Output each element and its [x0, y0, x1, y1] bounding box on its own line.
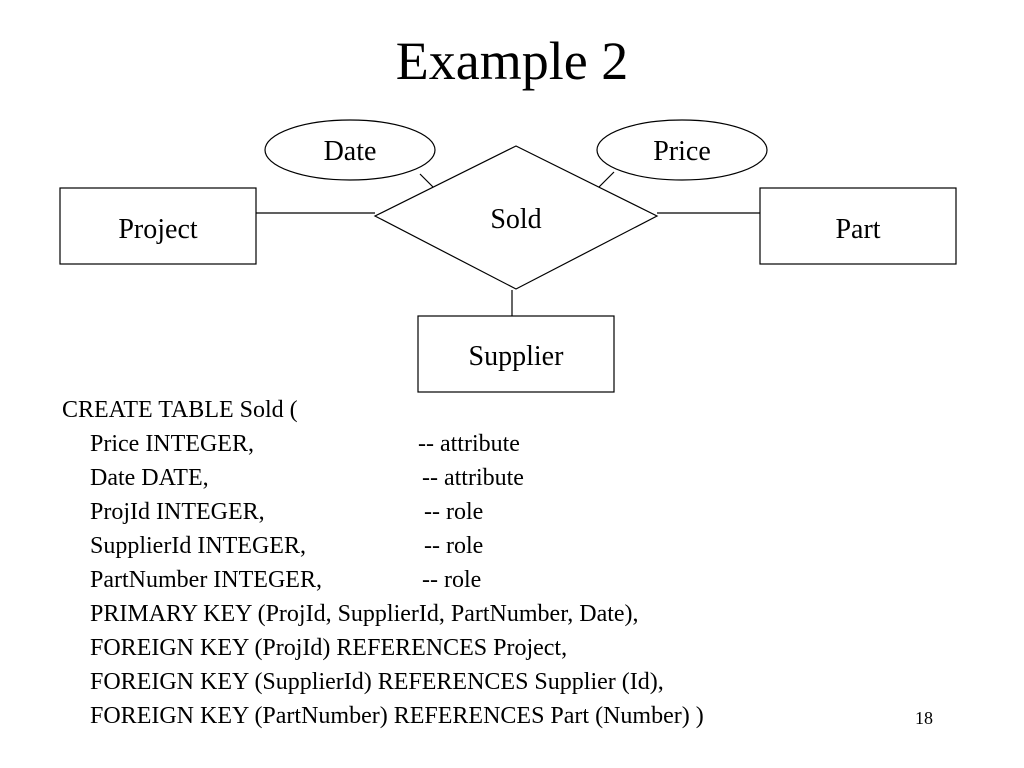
sql-header: CREATE TABLE Sold (: [62, 397, 298, 423]
connector-price-sold: [597, 171, 615, 189]
sql-column-text: PartNumber INTEGER,: [90, 567, 322, 593]
attribute-price-ellipse: [596, 119, 768, 181]
relationship-sold-label: Sold: [490, 204, 541, 235]
entity-supplier-box: [417, 315, 615, 393]
sql-foreign-key-supplier: FOREIGN KEY (SupplierId) REFERENCES Supp…: [90, 669, 664, 695]
sql-column-comment: -- role: [424, 499, 484, 525]
sql-column-text: Date DATE,: [90, 465, 209, 491]
sql-column-text: Price INTEGER,: [90, 431, 254, 457]
relationship-sold-diamond: [373, 145, 659, 290]
entity-part-box: [759, 187, 957, 265]
sql-foreign-key-part: FOREIGN KEY (PartNumber) REFERENCES Part…: [90, 703, 704, 729]
slide-title: Example 2: [395, 31, 629, 91]
sql-column-text: ProjId INTEGER,: [90, 499, 265, 525]
sql-foreign-key-project: FOREIGN KEY (ProjId) REFERENCES Project,: [90, 635, 568, 661]
sql-column-comment: -- attribute: [418, 431, 520, 457]
attribute-date-ellipse: [264, 119, 436, 181]
connector-date-sold: [419, 173, 435, 189]
sql-primary-key: PRIMARY KEY (ProjId, SupplierId, PartNum…: [90, 601, 639, 627]
entity-supplier-label: Supplier: [469, 341, 565, 372]
entity-part-label: Part: [835, 214, 880, 245]
sql-column-comment: -- attribute: [422, 465, 524, 491]
sql-column-comment: -- role: [422, 567, 482, 593]
entity-project-label: Project: [118, 214, 198, 245]
attribute-price-label: Price: [653, 136, 711, 167]
sql-column-text: SupplierId INTEGER,: [90, 533, 306, 559]
er-diagram: Date Price Sold Project Part Supplier: [59, 119, 957, 393]
attribute-date-label: Date: [324, 136, 377, 167]
page-number: 18: [915, 708, 933, 728]
sql-column-comment: -- role: [424, 533, 484, 559]
entity-project-box: [59, 187, 257, 265]
